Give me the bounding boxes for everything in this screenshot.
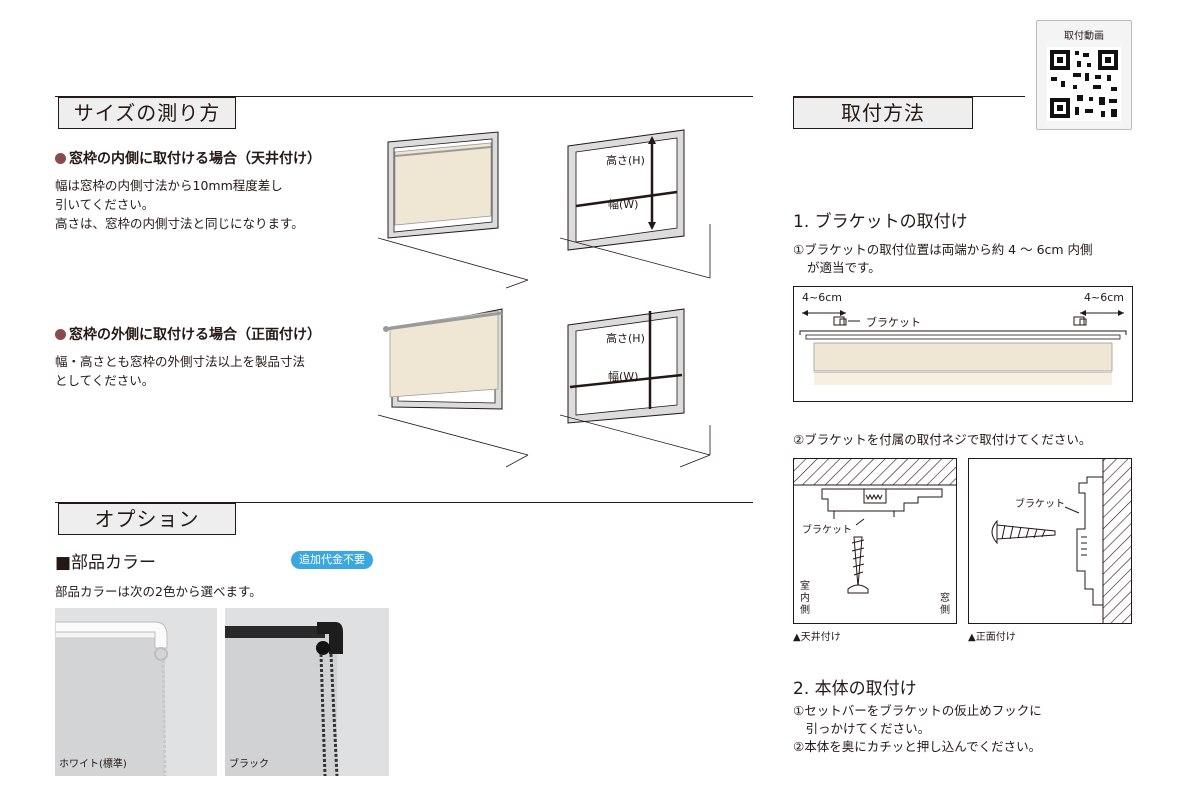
dim-right-label: 4~6cm <box>1084 291 1124 304</box>
black-color-photo: ブラック <box>225 608 389 776</box>
width-label-1: 幅(W) <box>608 198 639 211</box>
ceiling-mount-diagram: ブラケット 室内側 窓側 <box>793 458 957 624</box>
bracket-position-drawing <box>799 310 1127 385</box>
ceiling-mount-caption: ▲天井付け <box>793 632 841 643</box>
top-rule <box>55 96 753 97</box>
inside-mount-shade-illustration <box>378 131 529 289</box>
qr-label: 取付動画 <box>1064 31 1104 42</box>
ceiling-mount-drawing <box>794 459 956 594</box>
height-label-1: 高さ(H) <box>606 154 645 167</box>
step1-screw-note: ②ブラケットを付属の取付ネジで取付けてください。 <box>793 432 1092 447</box>
window-side-label: 窓側 <box>940 593 950 616</box>
outside-mount-heading: 窓枠の外側に取付ける場合（正面付け） <box>55 324 321 344</box>
outside-mount-shade-illustration <box>378 308 529 468</box>
step2-title: 2. 本体の取付け <box>793 679 917 699</box>
wall-bracket-label: ブラケット <box>1015 499 1065 510</box>
indoor-side-label: 室内側 <box>800 581 810 616</box>
white-roller-illustration <box>55 608 217 776</box>
front-mount-caption: ▲正面付け <box>968 632 1016 643</box>
parts-color-heading: ■部品カラー <box>55 553 157 573</box>
width-label-2: 幅(W) <box>608 370 639 383</box>
height-label-2: 高さ(H) <box>606 332 645 345</box>
top-rule-right <box>793 96 1025 97</box>
qr-code-box: 取付動画 <box>1036 20 1132 130</box>
outside-mount-text: 幅・高さとも窓枠の外側寸法以上を製品寸法 としてください。 <box>55 354 306 388</box>
bracket-position-diagram: 4~6cm 4~6cm ブラケット <box>793 286 1133 402</box>
dim-left-label: 4~6cm <box>802 291 842 304</box>
bracket-label: ブラケット <box>866 316 921 329</box>
bullet-icon <box>55 153 66 164</box>
white-color-photo: ホワイト(標準) <box>55 608 217 776</box>
bullet-icon <box>55 329 66 340</box>
option-section-title: オプション <box>58 503 236 535</box>
inside-mount-text: 幅は窓枠の内側寸法から10mm程度差し 引いてください。 高さは、窓枠の内側寸法… <box>55 178 304 231</box>
parts-color-description: 部品カラーは次の2色から選べます。 <box>55 584 262 599</box>
black-color-label: ブラック <box>229 759 269 770</box>
measure-section-title: サイズの測り方 <box>58 97 236 129</box>
inside-mount-dimension-illustration <box>560 129 711 279</box>
front-mount-diagram: ブラケット <box>968 458 1132 624</box>
ceiling-bracket-label: ブラケット <box>802 525 852 536</box>
install-section-title: 取付方法 <box>793 97 973 129</box>
step1-text: ①ブラケットの取付位置は両端から約 4 ～ 6cm 内側 が適当です。 <box>793 242 1093 275</box>
outside-mount-dimension-illustration <box>560 308 711 468</box>
inside-mount-heading: 窓枠の内側に取付ける場合（天井付け） <box>55 148 321 168</box>
step1-title: 1. ブラケットの取付け <box>793 212 968 232</box>
no-extra-charge-badge: 追加代金不要 <box>291 551 373 569</box>
middle-rule <box>55 502 753 503</box>
black-roller-illustration <box>225 608 389 776</box>
front-mount-drawing <box>991 459 1131 623</box>
step2-text: ①セットバーをブラケットの仮止めフックに 引っかけてください。 ②本体を奥にカチ… <box>793 703 1042 754</box>
qr-code-icon[interactable] <box>1047 47 1121 121</box>
white-color-label: ホワイト(標準) <box>59 759 127 770</box>
